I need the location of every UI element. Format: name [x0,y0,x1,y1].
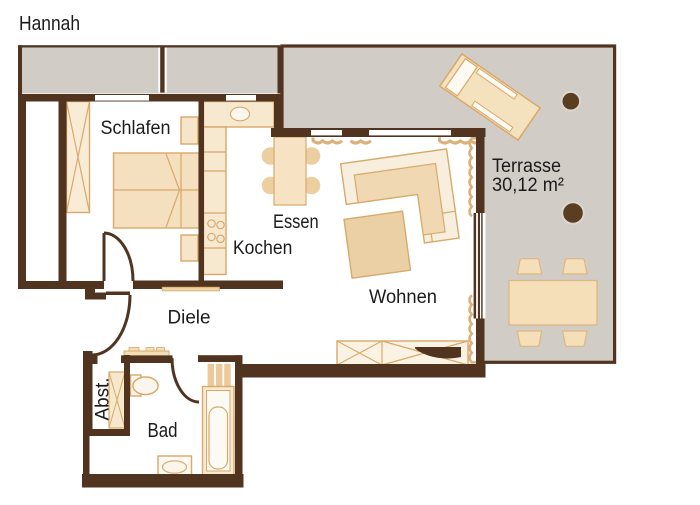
svg-text:Hannah: Hannah [19,12,80,35]
svg-text:Wohnen: Wohnen [369,287,437,308]
svg-text:Kochen: Kochen [233,238,292,259]
svg-text:Bad: Bad [148,420,178,442]
svg-text:Diele: Diele [168,308,211,329]
svg-text:30,12 m²: 30,12 m² [492,175,564,196]
svg-text:Essen: Essen [273,212,319,233]
svg-text:Abst.: Abst. [93,378,114,421]
svg-text:Schlafen: Schlafen [101,118,171,139]
svg-text:Terrasse: Terrasse [492,156,561,177]
